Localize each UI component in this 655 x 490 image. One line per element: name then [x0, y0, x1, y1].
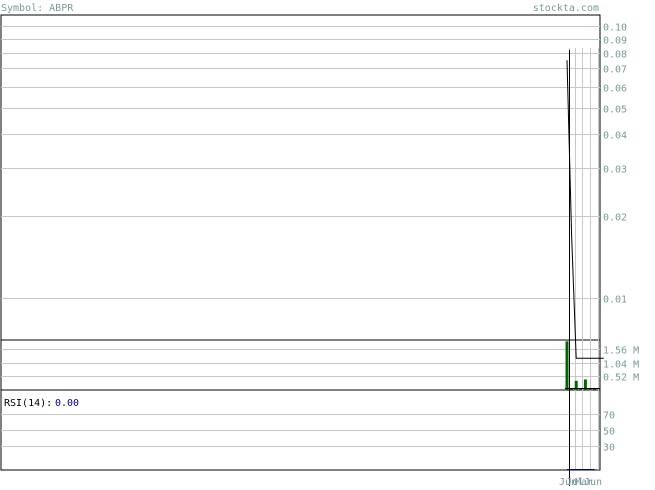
volume-tick-label: 1.04 M — [603, 360, 639, 371]
symbol-label: Symbol: ABPR — [1, 3, 74, 14]
volume-bar — [583, 379, 587, 390]
x-tick-label: Jun — [559, 477, 577, 486]
volume-bars — [565, 341, 600, 390]
volume-bar — [588, 388, 592, 390]
rsi-grid: 70 50 30 — [1, 411, 615, 454]
price-tick-label: 0.06 — [603, 84, 627, 95]
volume-grid: 1.56 M 1.04 M 0.52 M — [1, 346, 639, 384]
price-panel-frame — [0, 14, 601, 341]
volume-bar — [579, 388, 583, 390]
rsi-tick-label: 50 — [603, 427, 615, 438]
price-grid: 0.10 0.09 0.08 0.07 0.06 0.05 0.04 0.03 0.02 0.01 — [1, 23, 627, 306]
volume-bar — [565, 341, 569, 390]
rsi-label: RSI(14): — [4, 398, 52, 409]
price-tick-label: 0.10 — [603, 23, 627, 34]
price-tick-label: 0.07 — [603, 65, 627, 76]
x-tick-label: Mar — [575, 477, 593, 486]
price-tick-label: 0.08 — [603, 50, 627, 61]
price-series — [566, 60, 604, 359]
volume-tick-label: 1.56 M — [603, 346, 639, 357]
rsi-tick-label: 70 — [603, 411, 615, 422]
price-tick-label: 0.04 — [603, 131, 627, 142]
price-tick-label: 0.09 — [603, 36, 627, 47]
site-label[interactable]: stockta.com — [533, 3, 599, 14]
price-line — [566, 60, 604, 359]
volume-bar — [593, 388, 597, 390]
price-tick-label: 0.03 — [603, 165, 627, 176]
x-tick-label: Jun — [584, 477, 602, 486]
x-tick-label: Jul — [566, 477, 584, 486]
vertical-grid — [569, 48, 599, 486]
price-tick-label: 0.05 — [603, 105, 627, 116]
volume-panel-frame — [0, 339, 601, 391]
price-tick-label: 0.01 — [603, 295, 627, 306]
rsi-tick-label: 30 — [603, 443, 615, 454]
rsi-value: 0.00 — [55, 398, 79, 409]
volume-bar — [574, 380, 578, 390]
price-tick-label: 0.02 — [603, 213, 627, 224]
volume-bar — [570, 388, 574, 390]
volume-tick-label: 0.52 M — [603, 373, 639, 384]
